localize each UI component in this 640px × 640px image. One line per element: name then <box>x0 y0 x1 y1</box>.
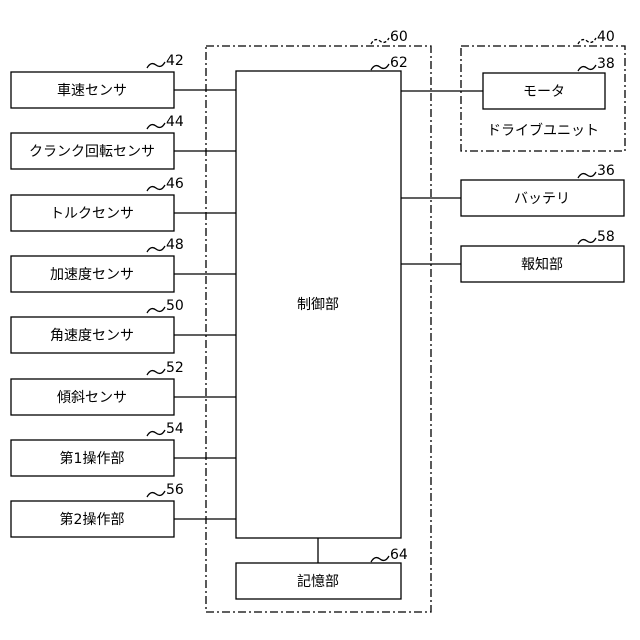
drive-unit-label: ドライブユニット <box>487 122 599 139</box>
memory-label: 記憶部 <box>297 573 339 590</box>
battery-label: バッテリ <box>514 191 570 207</box>
ref-38: 38 <box>597 56 615 72</box>
angular-velocity-sensor-label: 角速度センサ <box>50 328 134 344</box>
ref-62: 62 <box>390 55 408 71</box>
controller-label: 制御部 <box>297 297 339 313</box>
acceleration-sensor-label: 加速度センサ <box>50 267 134 283</box>
vehicle-speed-sensor-label: 車速センサ <box>57 82 127 99</box>
ref-60: 60 <box>390 29 408 45</box>
second-operation-label: 第2操作部 <box>60 511 125 528</box>
ref-64: 64 <box>390 547 408 563</box>
ref-50: 50 <box>166 298 184 314</box>
ref-52: 52 <box>166 360 184 376</box>
ref-46: 46 <box>166 176 184 192</box>
crank-rotation-sensor-label: クランク回転センサ <box>29 144 155 160</box>
torque-sensor-label: トルクセンサ <box>50 206 134 222</box>
ref-58: 58 <box>597 229 615 245</box>
ref-44: 44 <box>166 114 184 130</box>
control-unit-boundary <box>206 46 431 612</box>
ref-42: 42 <box>166 53 184 69</box>
ref-56: 56 <box>166 482 184 498</box>
ref-40: 40 <box>597 29 615 45</box>
ref-54: 54 <box>166 421 184 437</box>
notify-label: 報知部 <box>521 256 563 273</box>
ref-48: 48 <box>166 237 184 253</box>
motor-label: モータ <box>523 84 565 100</box>
first-operation-label: 第1操作部 <box>60 450 125 467</box>
ref-36: 36 <box>597 163 615 179</box>
inclination-sensor-label: 傾斜センサ <box>57 390 127 406</box>
